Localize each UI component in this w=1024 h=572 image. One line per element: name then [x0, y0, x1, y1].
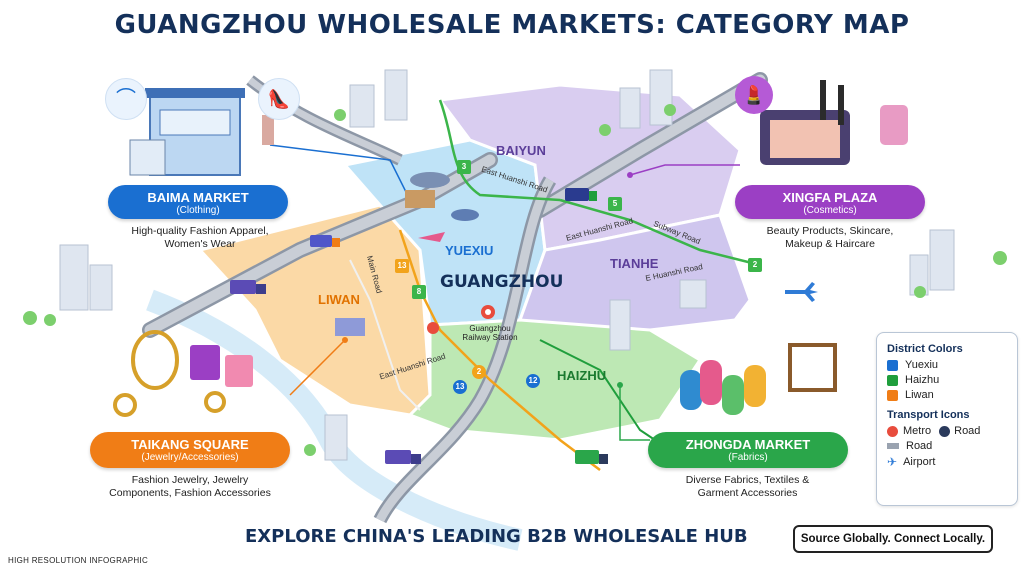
market-category: (Fabrics) — [728, 452, 768, 463]
district-label-tianhe: TIANHE — [610, 256, 659, 271]
metro-line-badge: 2 — [748, 258, 762, 272]
metro-icon — [427, 322, 439, 334]
legend-item-airport: ✈Airport — [887, 455, 936, 469]
market-taikang[interactable]: TAIKANG SQUARE (Jewelry/Accessories) — [90, 432, 290, 468]
airport-icon — [785, 282, 818, 302]
district-label-haizhu: HAIZHU — [557, 368, 607, 383]
legend-item-road: Road — [887, 440, 1017, 452]
hanger-icon: ⌒ — [105, 78, 147, 120]
market-zhongda[interactable]: ZHONGDA MARKET (Fabrics) — [648, 432, 848, 468]
railway-station-icon — [481, 305, 495, 319]
jewelry-box-icon — [335, 318, 365, 336]
airport-icon: ✈ — [887, 455, 898, 469]
metro-line-badge: 2 — [472, 365, 486, 379]
market-description: Beauty Products, Skincare,Makeup & Hairc… — [766, 225, 894, 250]
metro-icon — [887, 425, 898, 437]
road-icon — [887, 443, 899, 449]
leader-zhongda — [619, 385, 650, 441]
heel-icon — [418, 232, 445, 242]
xingfa-plaza-illustration — [760, 80, 908, 165]
leader-taikang — [289, 339, 346, 396]
map-legend: District Colors Yuexiu Haizhu Liwan Tran… — [876, 332, 1018, 506]
truck-icon — [385, 450, 421, 464]
market-name: ZHONGDA MARKET — [685, 437, 811, 452]
market-xingfa[interactable]: XINGFA PLAZA (Cosmetics) — [735, 185, 925, 219]
market-category: (Jewelry/Accessories) — [141, 452, 239, 463]
truck-icon — [230, 280, 266, 294]
market-name: TAIKANG SQUARE — [131, 437, 249, 452]
market-baima[interactable]: BAIMA MARKET (Clothing) — [108, 185, 288, 219]
taikang-square-illustration — [113, 330, 253, 417]
legend-item-liwan: Liwan — [887, 389, 1017, 401]
page-title: GUANGZHOU WHOLESALE MARKETS: CATEGORY MA… — [114, 10, 910, 40]
truck-icon — [575, 450, 608, 464]
metro-line-badge: 12 — [526, 374, 540, 388]
district-label-yuexiu: YUEXIU — [445, 243, 494, 258]
city-label: GUANGZHOU — [440, 272, 564, 292]
zhongda-market-illustration — [680, 343, 837, 415]
metro-line-badge: 3 — [457, 160, 471, 174]
market-description: High-quality Fashion Apparel,Women's Wea… — [131, 225, 269, 250]
lipstick-icon: 💄 — [735, 76, 773, 114]
leader-xingfa — [629, 164, 740, 176]
legend-item-metro: Metro Road — [887, 425, 1017, 437]
legend-heading-transport: Transport Icons — [887, 409, 970, 421]
market-name: BAIMA MARKET — [147, 190, 249, 205]
sneaker-icon — [451, 209, 479, 221]
baima-market-illustration — [129, 88, 274, 176]
metro-line-orange — [398, 229, 601, 471]
building-icon — [59, 69, 955, 461]
truck-icon — [310, 235, 340, 247]
metro-line-badge: 5 — [608, 197, 622, 211]
market-category: (Cosmetics) — [803, 205, 857, 216]
market-description: Diverse Fabrics, Textiles &Garment Acces… — [685, 474, 810, 499]
shoe-icon — [405, 172, 450, 208]
metro-line-3 — [438, 99, 561, 202]
district-haizhu — [407, 318, 703, 442]
railway-station-label: Guangzhou Railway Station — [462, 324, 518, 342]
road-icon — [939, 425, 951, 437]
legend-heading-districts: District Colors — [887, 343, 963, 355]
slogan-badge: Source Globally. Connect Locally. — [793, 525, 993, 553]
market-name: XINGFA PLAZA — [782, 190, 878, 205]
truck-icon — [565, 188, 597, 201]
district-label-baiyun: BAIYUN — [496, 143, 546, 158]
legend-item-yuexiu: Yuexiu — [887, 359, 1017, 371]
legend-item-haizhu: Haizhu — [887, 374, 1017, 386]
tree-icon — [23, 104, 1007, 456]
metro-line-badge: 8 — [412, 285, 426, 299]
metro-line-badge: 13 — [395, 259, 409, 273]
market-category: (Clothing) — [176, 205, 220, 216]
footer-note: HIGH RESOLUTION INFOGRAPHIC — [8, 556, 149, 565]
metro-line-badge: 13 — [453, 380, 467, 394]
high-heel-icon: 👠 — [258, 78, 300, 120]
explore-heading: EXPLORE CHINA'S LEADING B2B WHOLESALE HU… — [245, 526, 748, 547]
district-label-liwan: LIWAN — [318, 292, 360, 307]
metro-line-5 — [559, 198, 761, 267]
leader-baima — [269, 144, 411, 201]
